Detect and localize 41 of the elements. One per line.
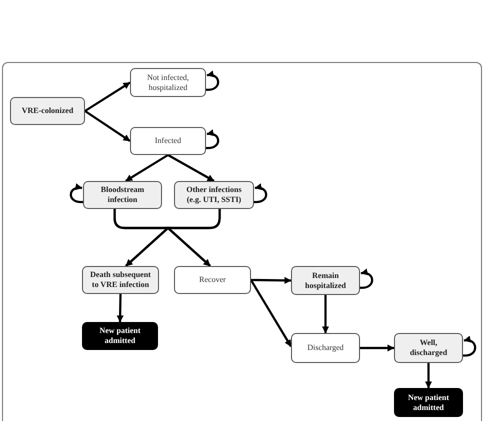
self-loop-arrow [360,269,374,289]
state-box [291,266,360,295]
state-label: Remain hospitalized [304,270,347,290]
state-label: New patient admitted [98,326,142,346]
state-box [174,266,251,294]
arrow [360,344,394,352]
state-box [83,181,162,209]
arrow [84,110,131,142]
state-label: VRE-colonized [22,106,74,116]
self-loop-arrow [70,184,84,204]
arrow [250,279,292,348]
state-label: Other infections (e.g. UTI, SSTI) [185,185,243,205]
state-label: Bloodstream infection [100,185,146,205]
arrow [84,82,131,112]
state-label: Well, discharged [408,338,448,358]
state-label: Death subsequent to VRE infection [89,270,152,290]
arrow [125,154,169,182]
terminal-box [394,388,463,417]
state-box [130,127,206,155]
state-label: Recover [199,275,226,285]
state-box [174,181,254,209]
state-box [130,68,206,97]
state-label: Discharged [307,343,344,353]
arrow [322,295,329,334]
arrow [425,363,432,388]
state-label: Infected [154,136,182,146]
state-box [291,333,360,363]
state-label: New patient admitted [406,392,450,412]
arrow [250,276,292,284]
terminal-box [82,322,158,350]
self-loop-arrow [206,130,220,150]
state-label: Not infected, hospitalized [146,72,190,92]
state-box [82,266,159,294]
arrow [166,209,221,267]
state-box [394,333,463,363]
state-box [10,97,85,125]
self-loop-arrow [462,336,476,357]
arrow [167,154,215,182]
arrow [116,294,124,322]
self-loop-arrow [254,184,268,204]
self-loop-arrow [206,71,220,91]
